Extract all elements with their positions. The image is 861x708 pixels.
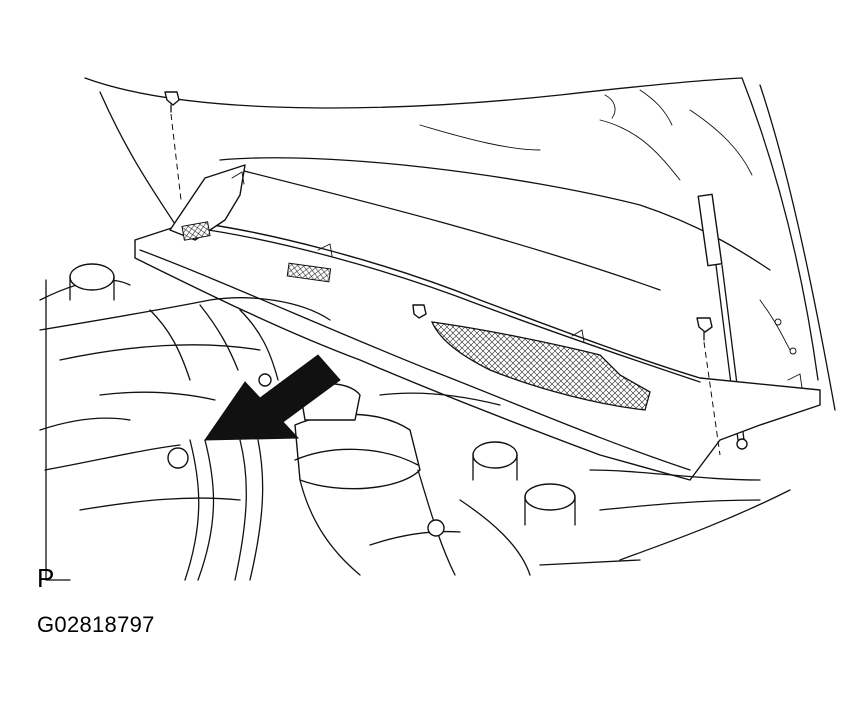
direction-arrow <box>204 354 341 441</box>
clip <box>164 91 721 456</box>
figure-code: G02818797 <box>37 612 155 637</box>
panel-letter: P <box>37 563 55 593</box>
louver-screen <box>430 321 651 411</box>
engine-hood <box>84 77 836 411</box>
engine-compartment <box>39 263 791 581</box>
